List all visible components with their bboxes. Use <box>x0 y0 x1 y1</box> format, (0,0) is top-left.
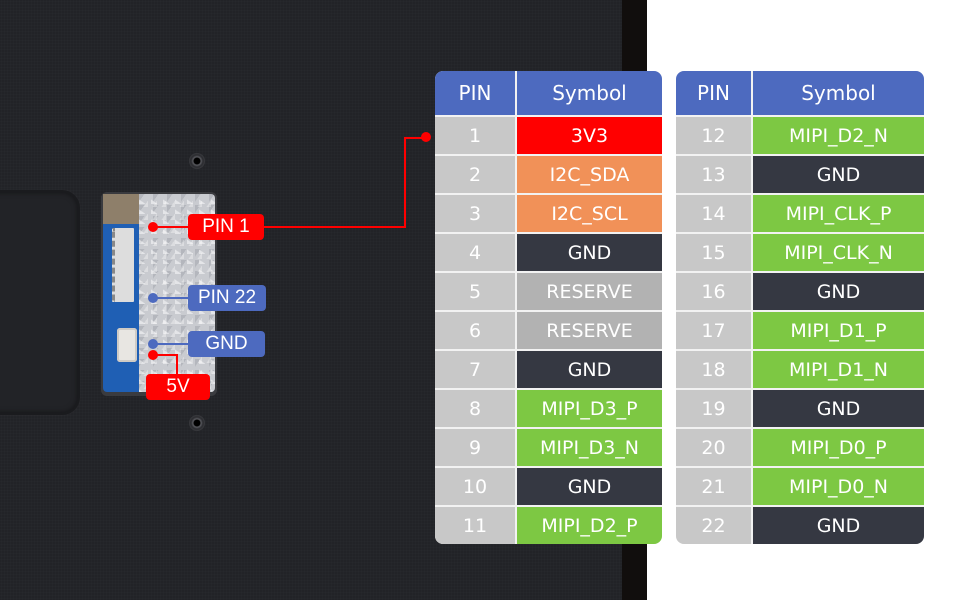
pin-number: 18 <box>676 351 751 388</box>
pin-symbol: GND <box>517 351 662 388</box>
pin-symbol: I2C_SDA <box>517 156 662 193</box>
header-symbol: Symbol <box>517 71 662 115</box>
pin-number: 16 <box>676 273 751 310</box>
pin-number: 9 <box>435 429 515 466</box>
pin1-leader-line <box>153 226 193 228</box>
pin-number: 13 <box>676 156 751 193</box>
pin1-callout-label: PIN 1 <box>188 214 264 240</box>
power-connector-icon <box>117 328 137 362</box>
pcb <box>103 194 139 392</box>
screw-hole-icon <box>189 153 205 169</box>
5v-callout-label: 5V <box>146 374 210 400</box>
gnd-callout-label: GND <box>188 331 265 357</box>
pin-number: 5 <box>435 273 515 310</box>
pin-symbol: MIPI_CLK_P <box>753 195 924 232</box>
screw-hole-icon <box>189 415 205 431</box>
pin-symbol: MIPI_D1_N <box>753 351 924 388</box>
pin-number: 12 <box>676 117 751 154</box>
pin-number: 10 <box>435 468 515 505</box>
5v-leader-line-vertical <box>176 354 178 374</box>
pin-symbol: MIPI_D2_P <box>517 507 662 544</box>
pin-symbol: MIPI_CLK_N <box>753 234 924 271</box>
pin-symbol: MIPI_D3_N <box>517 429 662 466</box>
pin-number: 20 <box>676 429 751 466</box>
pin-number: 19 <box>676 390 751 427</box>
panel-recess <box>0 190 80 415</box>
pin-number: 7 <box>435 351 515 388</box>
pin-number: 14 <box>676 195 751 232</box>
pin-number: 2 <box>435 156 515 193</box>
pin-symbol: GND <box>517 468 662 505</box>
pin-number: 8 <box>435 390 515 427</box>
pin-symbol: GND <box>753 390 924 427</box>
pcb-shield <box>103 194 139 224</box>
5v-leader-line <box>153 354 178 356</box>
pin-symbol: 3V3 <box>517 117 662 154</box>
pin-symbol: MIPI_D0_P <box>753 429 924 466</box>
pin-number: 15 <box>676 234 751 271</box>
pin1-connector-line-vertical <box>404 138 406 228</box>
pin1-connector-line-top <box>404 137 426 139</box>
pin-symbol: GND <box>753 507 924 544</box>
pin-symbol: GND <box>753 156 924 193</box>
pin-symbol: MIPI_D1_P <box>753 312 924 349</box>
pin22-callout-label: PIN 22 <box>188 285 266 311</box>
pin-symbol: RESERVE <box>517 312 662 349</box>
pin1-connector-line <box>264 226 406 228</box>
header-pin: PIN <box>435 71 515 115</box>
pin-number: 4 <box>435 234 515 271</box>
pin-number: 3 <box>435 195 515 232</box>
pin-symbol: MIPI_D3_P <box>517 390 662 427</box>
pin-number: 22 <box>676 507 751 544</box>
pin-number: 1 <box>435 117 515 154</box>
header-pin: PIN <box>676 71 751 115</box>
pin-number: 6 <box>435 312 515 349</box>
pin-number: 11 <box>435 507 515 544</box>
pin-number: 21 <box>676 468 751 505</box>
fpc-connector-icon <box>112 228 134 302</box>
header-symbol: Symbol <box>753 71 924 115</box>
pin-symbol: I2C_SCL <box>517 195 662 232</box>
gnd-leader-line <box>153 343 193 345</box>
table-pin1-marker-dot <box>421 132 431 142</box>
pin22-leader-line <box>153 297 193 299</box>
pin-symbol: MIPI_D0_N <box>753 468 924 505</box>
pin-symbol: GND <box>517 234 662 271</box>
pin-number: 17 <box>676 312 751 349</box>
table-header: PIN Symbol <box>435 71 662 115</box>
pin-symbol: RESERVE <box>517 273 662 310</box>
pin-symbol: MIPI_D2_N <box>753 117 924 154</box>
table-header: PIN Symbol <box>676 71 924 115</box>
pin-symbol: GND <box>753 273 924 310</box>
